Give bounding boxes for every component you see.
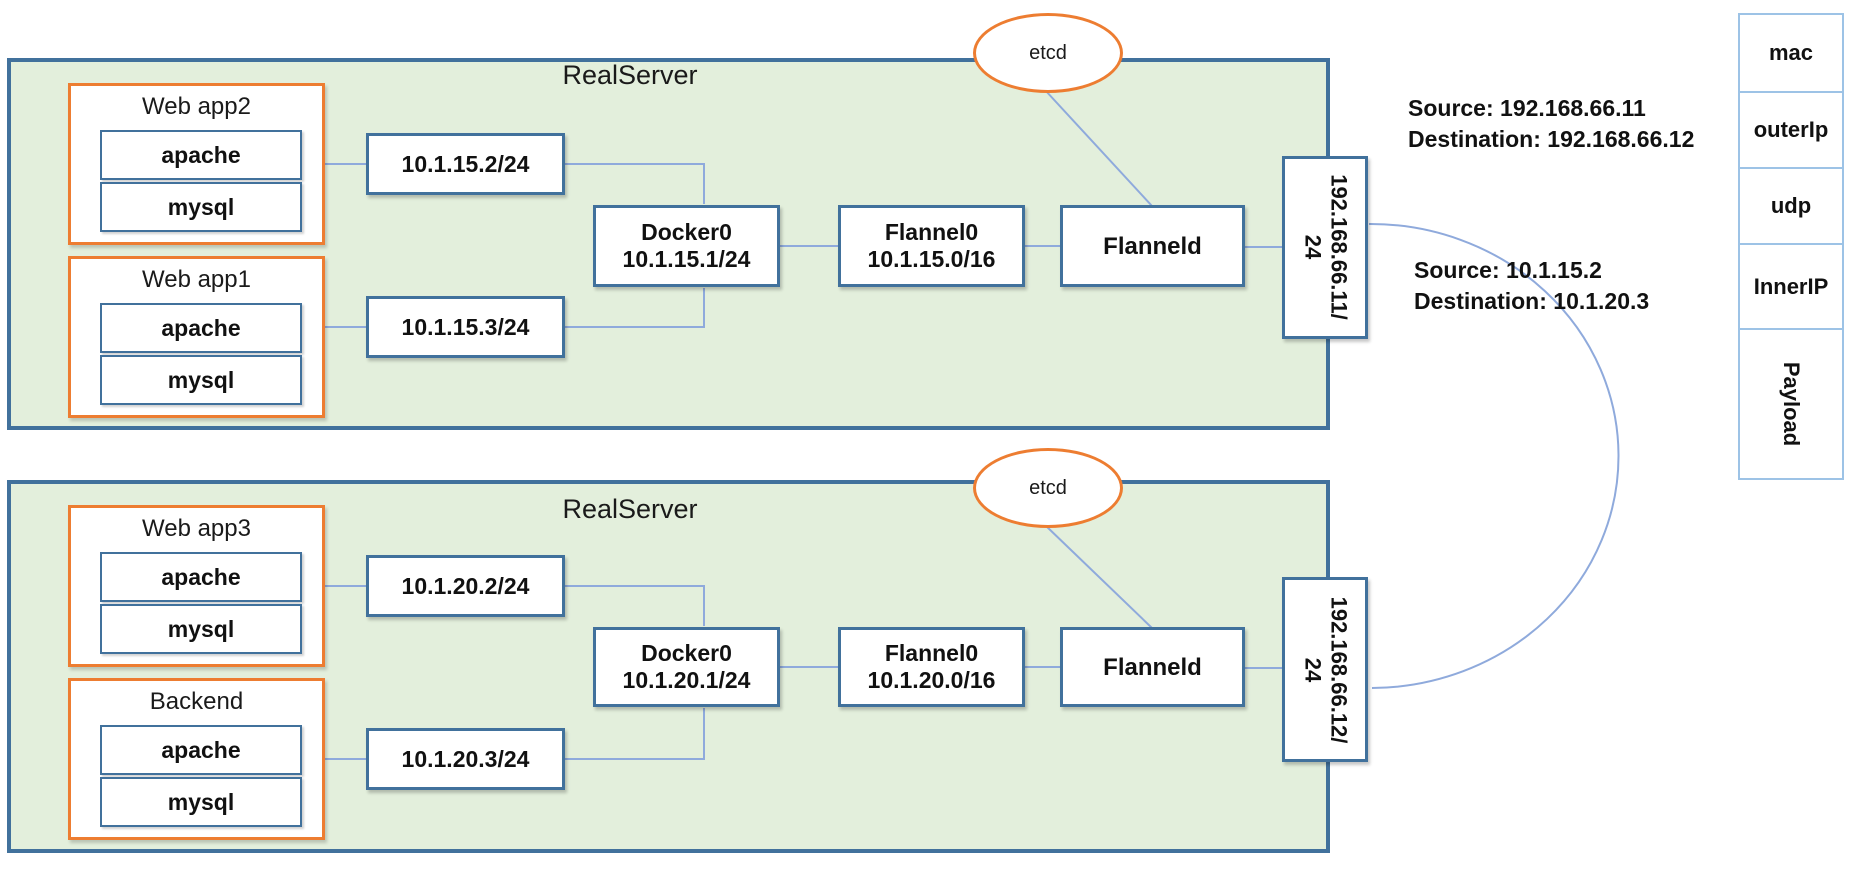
s2-flannel0-name: Flannel0	[884, 640, 979, 666]
webapp1-title: Web app1	[142, 266, 251, 293]
packet-field-udp: udp	[1738, 167, 1844, 245]
webapp2-title: Web app2	[142, 93, 251, 120]
webapp2-mysql-box: mysql	[100, 182, 302, 232]
inner-source: Source: 10.1.15.2	[1414, 257, 1602, 283]
s1-ip-node-bottom: 10.1.15.3/24	[366, 296, 565, 358]
packet-field-payload: Payload	[1738, 328, 1844, 480]
outer-packet-annotation: Source: 192.168.66.11 Destination: 192.1…	[1408, 93, 1694, 155]
packet-field-outerip: outerIp	[1738, 91, 1844, 169]
packet-field-mac: mac	[1738, 13, 1844, 93]
backend-title: Backend	[149, 688, 244, 715]
s1-host-ip-box: 192.168.66.11/ 24	[1282, 156, 1368, 339]
packet-field-innerip: InnerIP	[1738, 243, 1844, 330]
backend-mysql-box: mysql	[100, 777, 302, 827]
s1-flannel0-node: Flannel0 10.1.15.0/16	[838, 205, 1025, 287]
s1-flanneld-node: Flanneld	[1060, 205, 1245, 287]
backend-apache-box: apache	[100, 725, 302, 775]
s2-ip-node-bottom: 10.1.20.3/24	[366, 728, 565, 790]
s1-flannel0-name: Flannel0	[884, 219, 979, 245]
etcd-ellipse-2: etcd	[973, 448, 1123, 528]
outer-source: Source: 192.168.66.11	[1408, 95, 1646, 121]
s2-ip-node-top: 10.1.20.2/24	[366, 555, 565, 617]
outer-destination: Destination: 192.168.66.12	[1408, 126, 1695, 152]
webapp3-box: Web app3 apache mysql	[68, 505, 325, 667]
webapp1-apache-box: apache	[100, 303, 302, 353]
s1-ip-node-top: 10.1.15.2/24	[366, 133, 565, 195]
inner-destination: Destination: 10.1.20.3	[1414, 288, 1650, 314]
webapp1-box: Web app1 apache mysql	[68, 256, 325, 418]
webapp1-mysql-box: mysql	[100, 355, 302, 405]
s2-host-ip-text: 192.168.66.12/ 24	[1300, 596, 1352, 744]
host-to-host-arc	[1368, 222, 1620, 689]
etcd-ellipse-1: etcd	[973, 13, 1123, 93]
packet-field-payload-text: Payload	[1779, 361, 1804, 447]
webapp2-box: Web app2 apache mysql	[68, 83, 325, 245]
realserver-2-title: RealServer	[562, 494, 698, 524]
webapp2-apache-box: apache	[100, 130, 302, 180]
s1-flannel0-addr: 10.1.15.0/16	[867, 246, 996, 272]
s2-host-ip-box: 192.168.66.12/ 24	[1282, 577, 1368, 762]
s2-docker0-addr: 10.1.20.1/24	[622, 667, 751, 693]
s1-docker0-node: Docker0 10.1.15.1/24	[593, 205, 780, 287]
s1-docker0-name: Docker0	[641, 219, 732, 245]
s2-flanneld-node: Flanneld	[1060, 627, 1245, 707]
webapp3-mysql-box: mysql	[100, 604, 302, 654]
realserver-1-title: RealServer	[562, 60, 698, 90]
s2-flannel0-addr: 10.1.20.0/16	[867, 667, 996, 693]
webapp3-title: Web app3	[142, 515, 251, 542]
s1-docker0-addr: 10.1.15.1/24	[622, 246, 751, 272]
s1-host-ip-text: 192.168.66.11/ 24	[1300, 174, 1352, 320]
s2-docker0-name: Docker0	[641, 640, 732, 666]
webapp3-apache-box: apache	[100, 552, 302, 602]
inner-packet-annotation: Source: 10.1.15.2 Destination: 10.1.20.3	[1414, 255, 1649, 317]
s2-flannel0-node: Flannel0 10.1.20.0/16	[838, 627, 1025, 707]
s2-docker0-node: Docker0 10.1.20.1/24	[593, 627, 780, 707]
backend-box: Backend apache mysql	[68, 678, 325, 840]
